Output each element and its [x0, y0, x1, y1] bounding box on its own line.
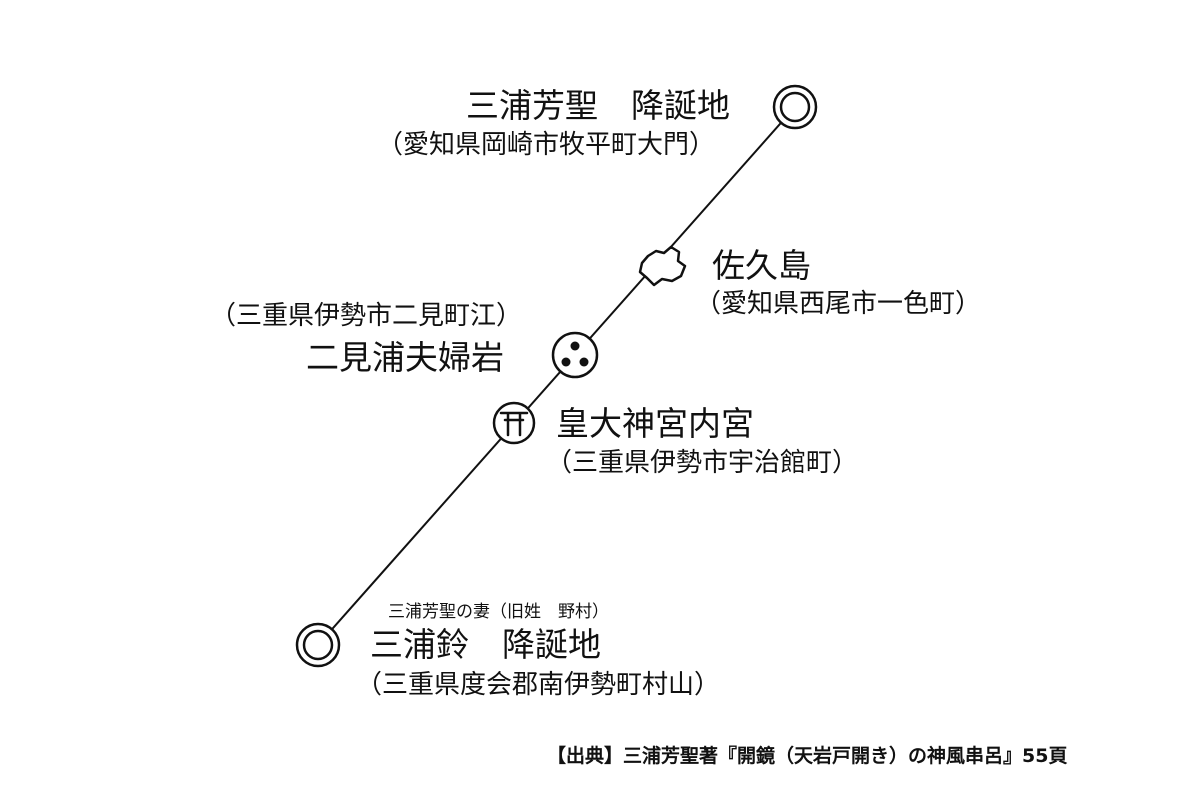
three-dots-circle-icon — [551, 331, 599, 379]
node-name-suzu-birthplace: 三浦鈴 降誕地 — [370, 625, 601, 664]
node-name-sakushima: 佐久島 — [712, 246, 811, 285]
node-address-futami: （三重県伊勢市二見町江） — [210, 301, 523, 331]
node-name-futami: 二見浦夫婦岩 — [306, 338, 504, 377]
node-address-suzu-birthplace: （三重県度会郡南伊勢町村山） — [356, 670, 721, 700]
torii-circle-icon — [492, 401, 536, 445]
node-name-yoshitoshi-birthplace: 三浦芳聖 降誕地 — [466, 86, 730, 125]
node-address-yoshitoshi-birthplace: （愛知県岡崎市牧平町大門） — [377, 130, 716, 160]
kushiro-line — [317, 106, 796, 646]
double-circle-icon — [772, 84, 818, 130]
node-note-suzu: 三浦芳聖の妻（旧姓 野村） — [388, 602, 609, 622]
island-shape-icon — [638, 245, 687, 287]
node-address-sakushima: （愛知県西尾市一色町） — [695, 289, 982, 319]
source-citation: 【出典】三浦芳聖著『開鏡（天岩戸開き）の神風串呂』55頁 — [547, 745, 1068, 767]
node-name-kotai-jingu: 皇大神宮内宮 — [556, 404, 754, 443]
double-circle-icon — [295, 622, 341, 668]
node-address-kotai-jingu: （三重県伊勢市宇治館町） — [546, 448, 859, 478]
